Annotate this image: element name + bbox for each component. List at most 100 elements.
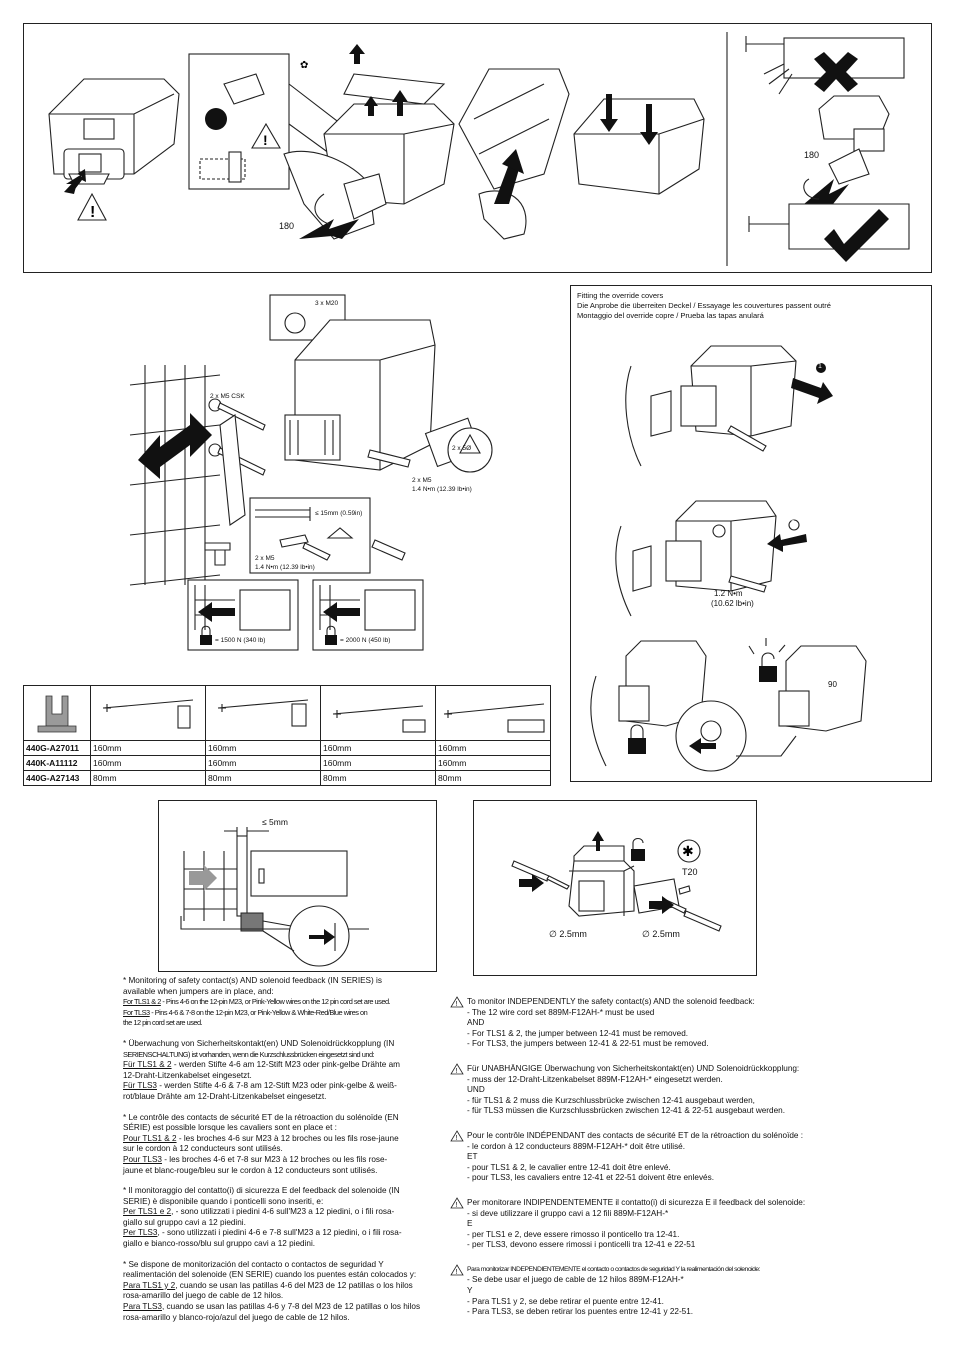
ind-es-5: - Para TLS3, se deben retirar los puente…	[467, 1307, 694, 1317]
tool-arrow-icon	[519, 874, 544, 892]
note-it-4: giallo sul gruppo cavi a 12 piedini.	[123, 1217, 246, 1227]
step2-arrow-icon	[767, 534, 807, 552]
table-row: 440G-A27011 160mm 160mm 160mm 160mm	[23, 740, 551, 756]
ind-es-3: Y	[467, 1286, 473, 1296]
override-title-3: Montaggio del override copre / Prueba la…	[577, 311, 764, 320]
note-en-3b: - Pins 4-6 on the 12-pin M23, or Pink-Ye…	[160, 997, 391, 1007]
note-de-1: * Überwachung von Sicherheitskontakt(en)…	[123, 1038, 395, 1048]
svg-text:!: !	[456, 1001, 458, 1008]
table-cell: 80mm	[435, 770, 551, 786]
turn-arrow-icon	[689, 738, 716, 754]
table-cell: 160mm	[90, 740, 206, 756]
note-it-6: giallo e bianco-rosso/blu sul gruppo cav…	[123, 1239, 316, 1249]
csk-screw-label: 2 x M5 CSK	[210, 393, 245, 400]
note-es-6: rosa-amarillo y blanco-rojo/azul del jue…	[123, 1312, 350, 1322]
note-fr-5a: Pour TLS3	[123, 1154, 162, 1164]
note-it-3a: Per TLS1 e 2	[123, 1207, 172, 1217]
ind-fr-4: - pour TLS1 & 2, le cavalier entre 12-41…	[467, 1162, 671, 1172]
table-cell: 160mm	[435, 755, 551, 771]
ind-fr-1: Pour le contrôle INDÉPENDANT des contact…	[467, 1130, 804, 1140]
unlocked-padlock-icon	[631, 837, 645, 861]
note-es-1: * Se dispone de monitorización del conta…	[123, 1259, 384, 1269]
note-en-4a: For TLS3	[123, 1007, 150, 1017]
gap-drawing	[180, 827, 369, 967]
correct-check-icon	[824, 209, 889, 262]
note-fr-3b: - les broches 4-6 sur M23 à 12 broches o…	[176, 1133, 399, 1143]
ind-en-4: - For TLS1 & 2, the jumper between 12-41…	[467, 1028, 689, 1038]
ind-de-5: - für TLS3 müssen die Kurzschlussbrücken…	[467, 1106, 785, 1116]
radius-diagram-cell-1	[90, 685, 206, 741]
note-de-5b: - werden Stifte 4-6 & 7-8 am 12-Stift M2…	[156, 1081, 397, 1091]
table-cell: 160mm	[320, 755, 436, 771]
step2-number: 2	[791, 520, 795, 527]
mounting-illustration: 3 x M20 2 x M5 CSK 2 x 5Ø 2 x M5 1.4 N•m…	[129, 285, 550, 655]
table-cell: 80mm	[205, 770, 321, 786]
note-fr-1: * Le contrôle des contacts de sécurité E…	[123, 1112, 399, 1122]
ind-en-1: To monitor INDEPENDENTLY the safety cont…	[467, 997, 755, 1006]
radius-diagram-cell-3	[320, 685, 436, 741]
note-it-3b: , - sono utilizzati i piedini 4-6 sull'M…	[171, 1207, 395, 1217]
override-title-1: Fitting the override covers	[577, 291, 664, 300]
note-fr-3a: Pour TLS1 & 2	[123, 1133, 177, 1143]
note-es-4: rosa-amarillo del juego de cable de 12 h…	[123, 1291, 284, 1301]
ind-es-2: - Se debe usar el juego de cable de 12 h…	[467, 1275, 684, 1285]
warning-icon: !	[450, 1130, 464, 1142]
torque-label-1: 1.4 N•m (12.39 lb•in)	[412, 486, 472, 493]
ind-es-1: Para monitorizar INDEPENDIENTEMENTE el c…	[467, 1265, 761, 1273]
screw-label-1: 2 x M5	[412, 477, 432, 484]
independent-notes: To monitor INDEPENDENTLY the safety cont…	[467, 997, 937, 1318]
gap-panel: ≤ 5mm	[158, 800, 437, 972]
radius-diagram-cell-2	[205, 685, 321, 741]
ind-fr-3: ET	[467, 1152, 478, 1162]
table-cell: 80mm	[90, 770, 206, 786]
part-number-cell: 440G-A27143	[23, 770, 91, 786]
down-arrow-icon	[640, 104, 658, 145]
table-cell: 160mm	[435, 740, 551, 756]
actuator-icon-cell	[23, 685, 91, 741]
note-de-3a: Für TLS1 & 2	[123, 1060, 172, 1070]
table-cell: 80mm	[320, 770, 436, 786]
diameter-left-label: ∅ 2.5mm	[549, 929, 587, 939]
note-de-3b: - werden Stifte 4-6 am 12-Stift M23 oder…	[171, 1060, 400, 1070]
rotate-arrow-icon	[299, 219, 359, 239]
svg-text:!: !	[456, 1135, 458, 1142]
note-de-4: 12-Draht-Litzenkabelset eingesetzt.	[123, 1070, 252, 1080]
note-es-3b: , cuando se usan las patillas 4-6 del M2…	[175, 1280, 413, 1290]
table-cell: 160mm	[205, 740, 321, 756]
warning-icon: !	[450, 996, 464, 1008]
lock-icon	[200, 625, 212, 645]
depth-label: ≤ 15mm (0.59in)	[315, 510, 363, 517]
lock-icon	[325, 625, 337, 645]
warning-icon: !	[450, 1264, 464, 1276]
force-arrow-icon	[323, 602, 360, 622]
ind-de-4: - für TLS1 & 2 muss die Kurzschlussbrück…	[467, 1095, 755, 1105]
actuator-radius-table: 440G-A27011 160mm 160mm 160mm 160mm 440K…	[23, 685, 551, 786]
rotate-180-label: 180	[279, 221, 295, 231]
torque-label-2: 1.4 N•m (12.39 lb•in)	[255, 564, 315, 571]
note-de-5a: Für TLS3	[123, 1081, 157, 1091]
ind-de-1: Für UNABHÄNGIGE Überwachung von Sicherhe…	[467, 1063, 800, 1073]
svg-text:!: !	[90, 204, 95, 221]
double-arrow-icon	[138, 413, 212, 479]
part-number-cell: 440K-A11112	[23, 755, 91, 771]
ind-it-4: - per TLS1 e 2, deve essere rimosso il p…	[467, 1229, 680, 1239]
note-fr-4: sur le cordon à 12 conducteurs sont util…	[123, 1144, 283, 1154]
ind-it-5: - per TLS3, devono essere rimossi i pont…	[467, 1240, 696, 1250]
ind-en-5: - For TLS3, the jumpers between 12-41 & …	[467, 1039, 709, 1049]
override-covers-panel: Fitting the override covers Die Anprobe …	[570, 285, 932, 782]
gap-arrow-icon	[309, 929, 335, 945]
svg-text:!: !	[456, 1068, 458, 1075]
note-it-5b: , - sono utilizzati i piedini 4-6 e 7-8 …	[157, 1228, 402, 1238]
torx-label: T20	[682, 867, 698, 877]
switch-body-drawing	[48, 78, 180, 185]
insert-arrow-icon	[64, 174, 82, 194]
note-es-5a: Para TLS3	[123, 1302, 162, 1312]
table-row: 440G-A27143 80mm 80mm 80mm 80mm	[23, 770, 551, 786]
override-rotate-180-label: 180	[804, 150, 820, 160]
torx-t20-icon	[677, 839, 701, 863]
warning-icon: !	[251, 122, 281, 149]
force-label-right: = 2000 N (450 lb)	[340, 637, 391, 644]
switch-disassembly-illustration: ! ! ✿	[48, 32, 910, 266]
note-fr-5b: - les broches 4-6 et 7-8 sur M23 à 12 br…	[162, 1154, 388, 1164]
note-it-5a: Per TLS3	[123, 1228, 158, 1238]
